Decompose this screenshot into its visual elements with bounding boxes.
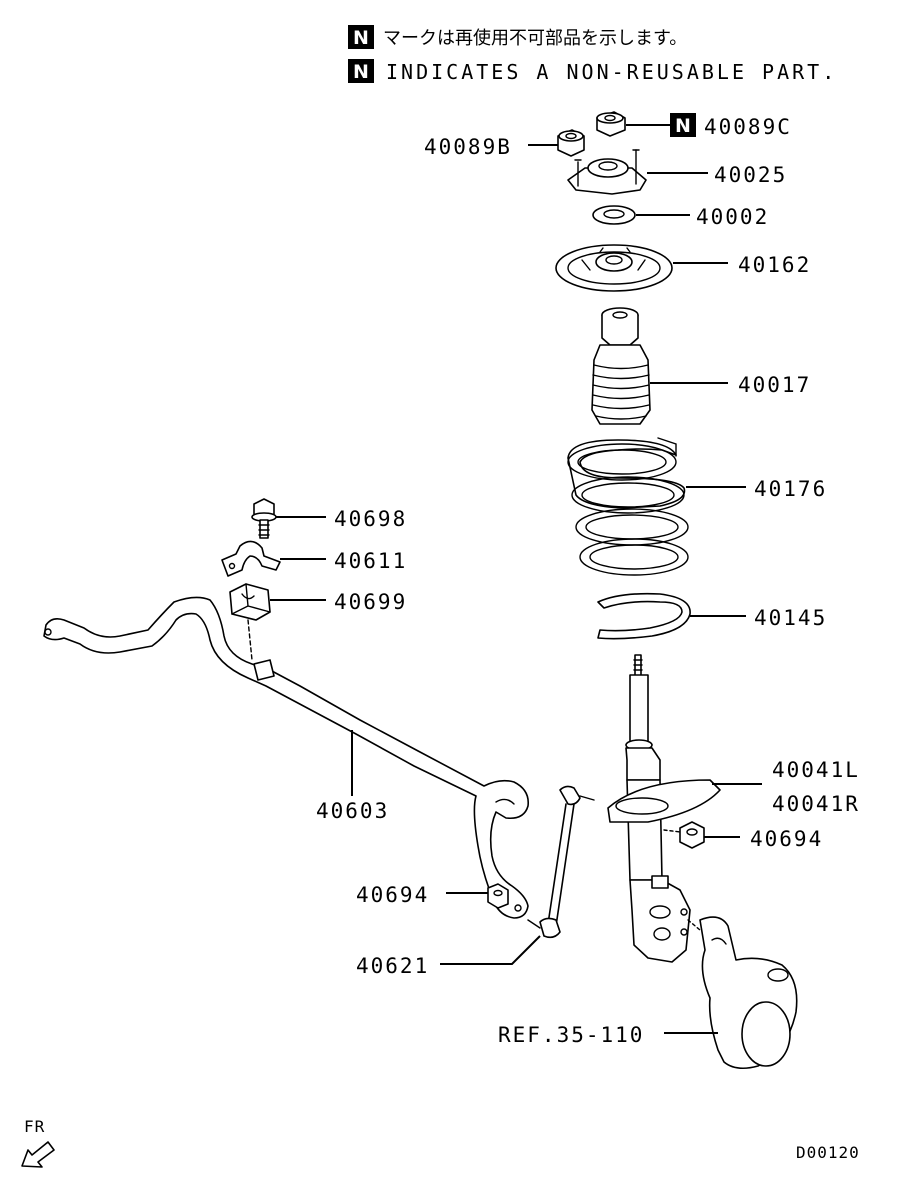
stabilizer-link-40621 — [527, 785, 595, 939]
bearing-40002 — [592, 205, 636, 225]
N-badge-icon — [670, 113, 696, 137]
label-40621: 40621 — [356, 954, 429, 978]
diagram-code: D00120 — [796, 1143, 860, 1162]
legend-badge-text: N — [353, 27, 369, 49]
steering-knuckle-ref — [687, 916, 798, 1070]
legend-badge-text: N — [353, 61, 369, 83]
label-40041R: 40041R — [772, 792, 860, 816]
label-40017: 40017 — [738, 373, 811, 397]
strut-mount-40025 — [567, 149, 647, 195]
front-arrow-icon — [21, 1141, 55, 1168]
badge-40089C: N — [675, 115, 691, 137]
label-40002: 40002 — [696, 205, 769, 229]
dash-bushing-to-bar — [247, 619, 253, 661]
dash-40694-strut — [663, 829, 681, 833]
spring-pad-40145 — [597, 592, 691, 640]
nut-40694-stabilizer — [487, 883, 509, 909]
label-ref: REF.35-110 — [498, 1023, 644, 1047]
nut-40694-strut — [679, 821, 705, 849]
nut-40089B — [557, 129, 585, 157]
clamp-40611 — [221, 540, 281, 577]
front-direction: FR — [21, 1117, 55, 1168]
label-40611: 40611 — [334, 549, 407, 573]
label-40698: 40698 — [334, 507, 407, 531]
spring-seat-40162 — [555, 244, 673, 292]
label-40089C: 40089C — [704, 115, 792, 139]
label-40699: 40699 — [334, 590, 407, 614]
strut-assembly-40041 — [607, 654, 721, 963]
leader-40621 — [440, 935, 541, 965]
label-40041L: 40041L — [772, 758, 860, 782]
N-badge-icon — [348, 59, 374, 83]
label-40694-stabilizer: 40694 — [356, 883, 429, 907]
bump-stop-boot-40017 — [591, 307, 651, 425]
legend-english: INDICATES A NON-REUSABLE PART. — [386, 60, 837, 84]
legend: N マークは再使用不可部品を示します。 N INDICATES A NON-RE… — [348, 25, 837, 84]
front-label: FR — [24, 1117, 45, 1136]
stabilizer-bar-40603 — [43, 596, 530, 919]
label-40145: 40145 — [754, 606, 827, 630]
bolt-40698 — [251, 498, 277, 539]
label-40603: 40603 — [316, 799, 389, 823]
legend-japanese: マークは再使用不可部品を示します。 — [383, 28, 687, 49]
label-40162: 40162 — [738, 253, 811, 277]
label-40176: 40176 — [754, 477, 827, 501]
N-badge-icon — [348, 25, 374, 49]
bushing-40699 — [229, 583, 271, 621]
label-40089B: 40089B — [424, 135, 512, 159]
label-40025: 40025 — [714, 163, 787, 187]
label-40694-strut: 40694 — [750, 827, 823, 851]
coil-spring-40176 — [567, 437, 689, 576]
nut-40089C — [596, 111, 626, 137]
